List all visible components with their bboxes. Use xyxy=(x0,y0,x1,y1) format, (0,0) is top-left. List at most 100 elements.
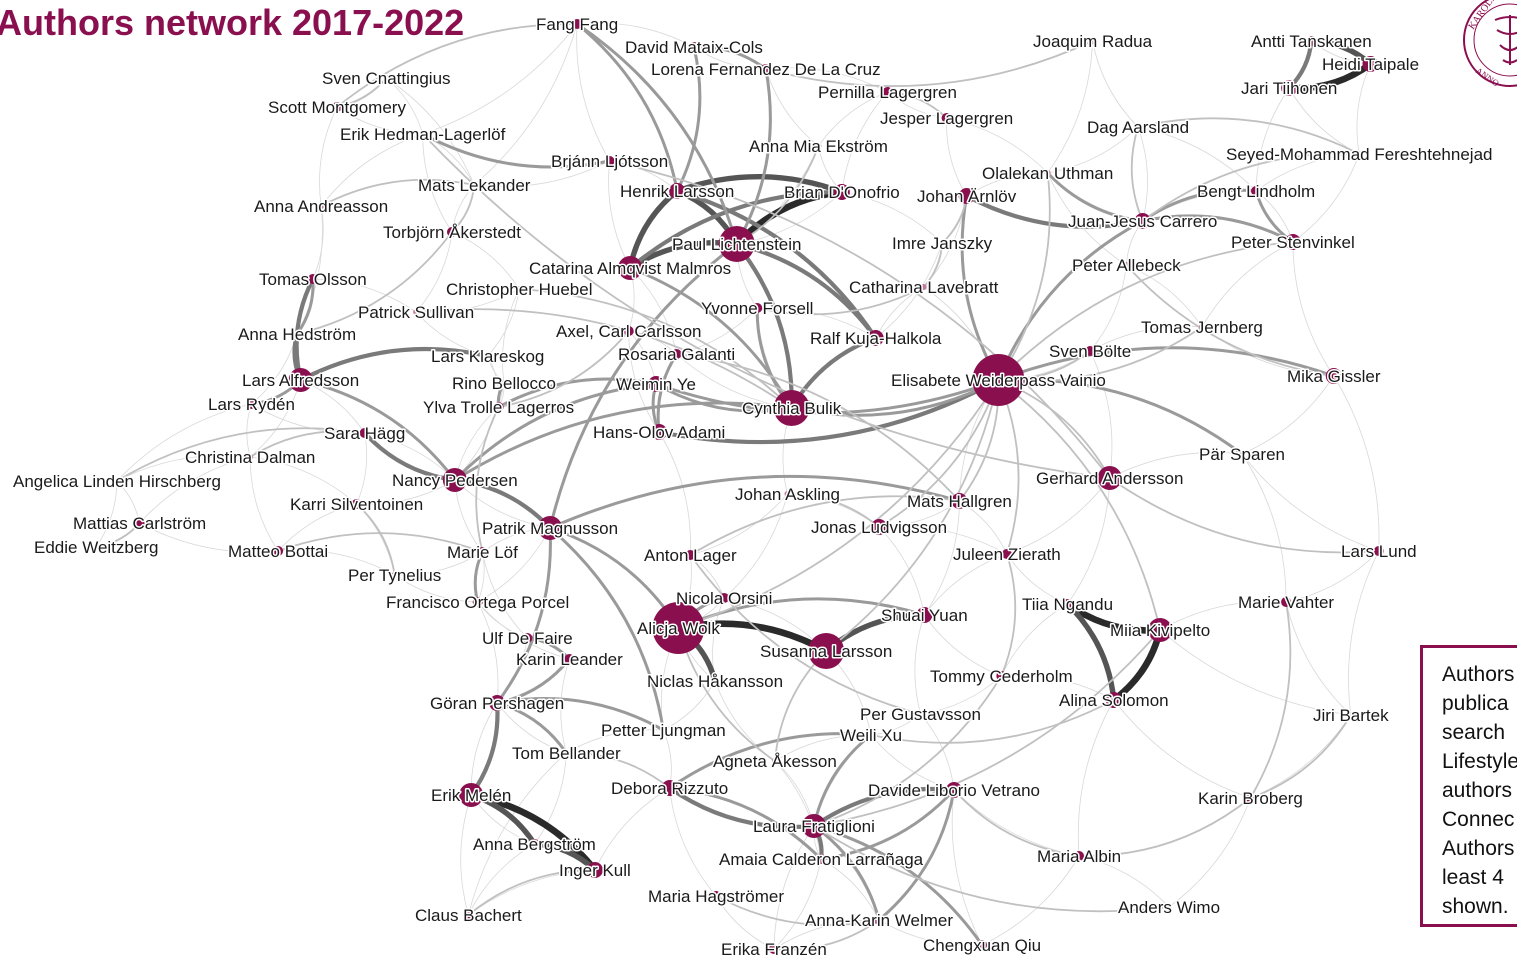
node-bellocco[interactable] xyxy=(500,380,507,386)
node-vetrano[interactable] xyxy=(946,782,963,798)
node-sparen[interactable] xyxy=(1239,451,1245,457)
node-broberg[interactable] xyxy=(1245,793,1256,803)
node-wimo[interactable] xyxy=(1166,904,1173,910)
node-akerstedt[interactable] xyxy=(446,227,457,237)
node-leander[interactable] xyxy=(564,654,575,664)
node-henrik[interactable] xyxy=(669,183,686,199)
node-gandersson[interactable] xyxy=(1097,466,1122,490)
node-uthman[interactable] xyxy=(1044,170,1051,176)
node-taipale[interactable] xyxy=(1362,56,1379,72)
node-lindholm[interactable] xyxy=(1251,186,1262,196)
node-bulik[interactable] xyxy=(773,390,810,426)
node-ngandu[interactable] xyxy=(1062,599,1073,609)
node-bergstrom[interactable] xyxy=(529,839,540,849)
node-bottai[interactable] xyxy=(273,546,284,556)
node-pernilla[interactable] xyxy=(882,87,893,97)
node-ekstrom[interactable] xyxy=(815,143,822,149)
node-ortega[interactable] xyxy=(472,597,483,607)
node-carlsson[interactable] xyxy=(623,326,634,336)
node-solomon[interactable] xyxy=(1105,692,1122,708)
node-tanskanen[interactable] xyxy=(1306,36,1317,46)
node-pershagen[interactable] xyxy=(489,695,506,711)
node-rizzuto[interactable] xyxy=(661,780,678,796)
node-cederholm[interactable] xyxy=(996,671,1007,681)
node-franzen[interactable] xyxy=(768,944,779,954)
node-vahter[interactable] xyxy=(1281,597,1292,607)
node-huebel[interactable] xyxy=(516,286,523,292)
node-welmer[interactable] xyxy=(874,915,885,925)
node-susanna[interactable] xyxy=(808,633,845,669)
node-gustavsson[interactable] xyxy=(917,711,924,717)
node-jesper[interactable] xyxy=(941,113,952,123)
node-weitzberg[interactable] xyxy=(93,544,100,550)
node-alfredsson[interactable] xyxy=(288,368,313,392)
node-mataix[interactable] xyxy=(688,42,699,52)
node-allebeck[interactable] xyxy=(1123,262,1130,268)
node-galanti[interactable] xyxy=(671,349,682,359)
node-pedersen[interactable] xyxy=(442,468,467,492)
node-calderon[interactable] xyxy=(816,854,827,864)
node-seyed[interactable] xyxy=(1356,151,1363,157)
node-ludvigsson[interactable] xyxy=(871,519,888,535)
node-qiu[interactable] xyxy=(977,940,988,950)
node-stenvinkel[interactable] xyxy=(1284,234,1301,250)
node-hallgren[interactable] xyxy=(951,493,968,509)
node-akesson[interactable] xyxy=(771,758,778,764)
node-lavebratt[interactable] xyxy=(920,284,927,290)
node-magnusson[interactable] xyxy=(538,516,563,540)
node-bolte[interactable] xyxy=(1085,346,1096,356)
node-ryden[interactable] xyxy=(246,399,257,409)
node-orsini[interactable] xyxy=(719,593,730,603)
node-bachert[interactable] xyxy=(463,910,474,920)
node-radua[interactable] xyxy=(1089,38,1096,44)
node-askling[interactable] xyxy=(784,491,791,497)
node-jernberg[interactable] xyxy=(1198,324,1205,330)
node-carrero[interactable] xyxy=(1134,213,1151,229)
node-gissler[interactable] xyxy=(1325,368,1342,384)
node-lund[interactable] xyxy=(1373,546,1384,556)
node-melen[interactable] xyxy=(459,783,484,807)
node-montgomery[interactable] xyxy=(331,102,342,112)
node-aarsland[interactable] xyxy=(1135,124,1142,130)
node-albin[interactable] xyxy=(1074,851,1085,861)
node-lager[interactable] xyxy=(685,550,696,560)
node-kivipelto[interactable] xyxy=(1148,618,1173,642)
node-yuan[interactable] xyxy=(916,607,933,623)
node-janszky[interactable] xyxy=(939,240,946,246)
node-hagstromer[interactable] xyxy=(711,891,722,901)
node-hedman[interactable] xyxy=(419,131,426,137)
node-fang[interactable] xyxy=(572,19,583,29)
node-lichtenstein[interactable] xyxy=(718,226,755,262)
node-klareskog[interactable] xyxy=(484,353,491,359)
node-brian[interactable] xyxy=(833,184,850,200)
node-silventoinen[interactable] xyxy=(351,499,362,509)
node-almqvist[interactable] xyxy=(618,256,643,280)
node-arnlov[interactable] xyxy=(958,188,975,204)
node-forsell[interactable] xyxy=(752,303,763,313)
node-bartek[interactable] xyxy=(1347,712,1354,718)
node-zierath[interactable] xyxy=(1001,549,1012,559)
node-carlstrom[interactable] xyxy=(134,518,145,528)
node-kull[interactable] xyxy=(586,862,603,878)
node-defaire[interactable] xyxy=(522,633,533,643)
node-weimin[interactable] xyxy=(648,376,665,392)
node-hakansson[interactable] xyxy=(712,678,719,684)
node-cnattingius[interactable] xyxy=(383,75,390,81)
node-wolk[interactable] xyxy=(652,602,705,654)
node-tiihonen[interactable] xyxy=(1281,80,1298,96)
node-hagg[interactable] xyxy=(359,428,370,438)
node-xu[interactable] xyxy=(866,730,877,740)
node-tynelius[interactable] xyxy=(391,572,398,578)
node-bellander[interactable] xyxy=(563,750,570,756)
node-lorena[interactable] xyxy=(760,64,771,74)
node-weiderpass[interactable] xyxy=(972,354,1025,406)
node-olsson[interactable] xyxy=(307,274,318,284)
node-lekander[interactable] xyxy=(471,182,478,188)
node-kuja[interactable] xyxy=(867,330,884,346)
node-hedstrom[interactable] xyxy=(294,331,301,337)
node-bjann[interactable] xyxy=(604,156,615,166)
node-adami[interactable] xyxy=(651,424,668,440)
node-andreasson[interactable] xyxy=(318,203,325,209)
node-sullivan[interactable] xyxy=(413,309,420,315)
node-ljungman[interactable] xyxy=(660,727,667,733)
